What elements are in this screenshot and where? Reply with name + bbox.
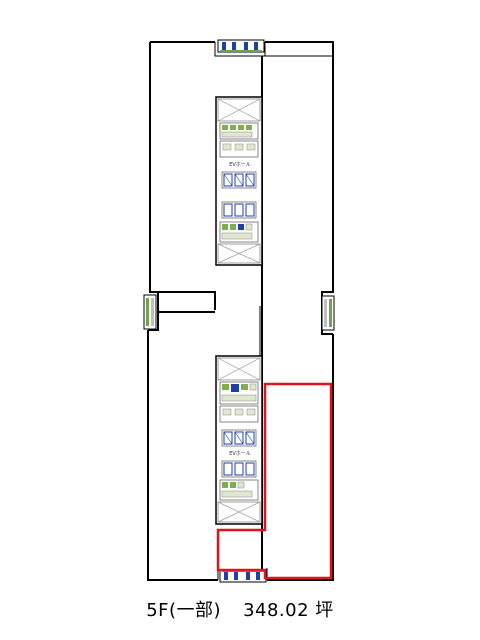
bottom-entrance <box>219 569 267 583</box>
upper-wc-block <box>219 122 259 158</box>
lower-wc-block <box>219 381 259 423</box>
lower-elevators <box>221 429 257 447</box>
upper-stair-top <box>217 98 261 122</box>
right-connector <box>321 295 335 331</box>
upper-elevators <box>221 171 257 219</box>
upper-wc-lower <box>219 221 259 243</box>
lower-core: EVホール <box>215 355 263 525</box>
lower-elevators-2 <box>221 460 257 478</box>
left-connector <box>143 294 157 330</box>
lower-ev-hall-label: EVホール <box>229 451 251 457</box>
floor-area: 348.02 坪 <box>243 600 334 621</box>
upper-core: EVホール <box>215 96 263 266</box>
upper-ev-hall-label: EVホール <box>229 162 251 168</box>
floor-label: 5F(一部) <box>146 600 222 621</box>
lower-stair-bottom <box>217 501 261 523</box>
lower-wc-lower <box>219 479 259 501</box>
upper-stair-bottom <box>217 243 261 264</box>
floor-caption: 5F(一部) 348.02 坪 <box>0 596 480 622</box>
top-entrance <box>217 39 265 53</box>
floor-plan: EVホール <box>143 39 335 583</box>
lower-stair-top <box>217 357 261 381</box>
leased-area-outline <box>216 382 333 580</box>
